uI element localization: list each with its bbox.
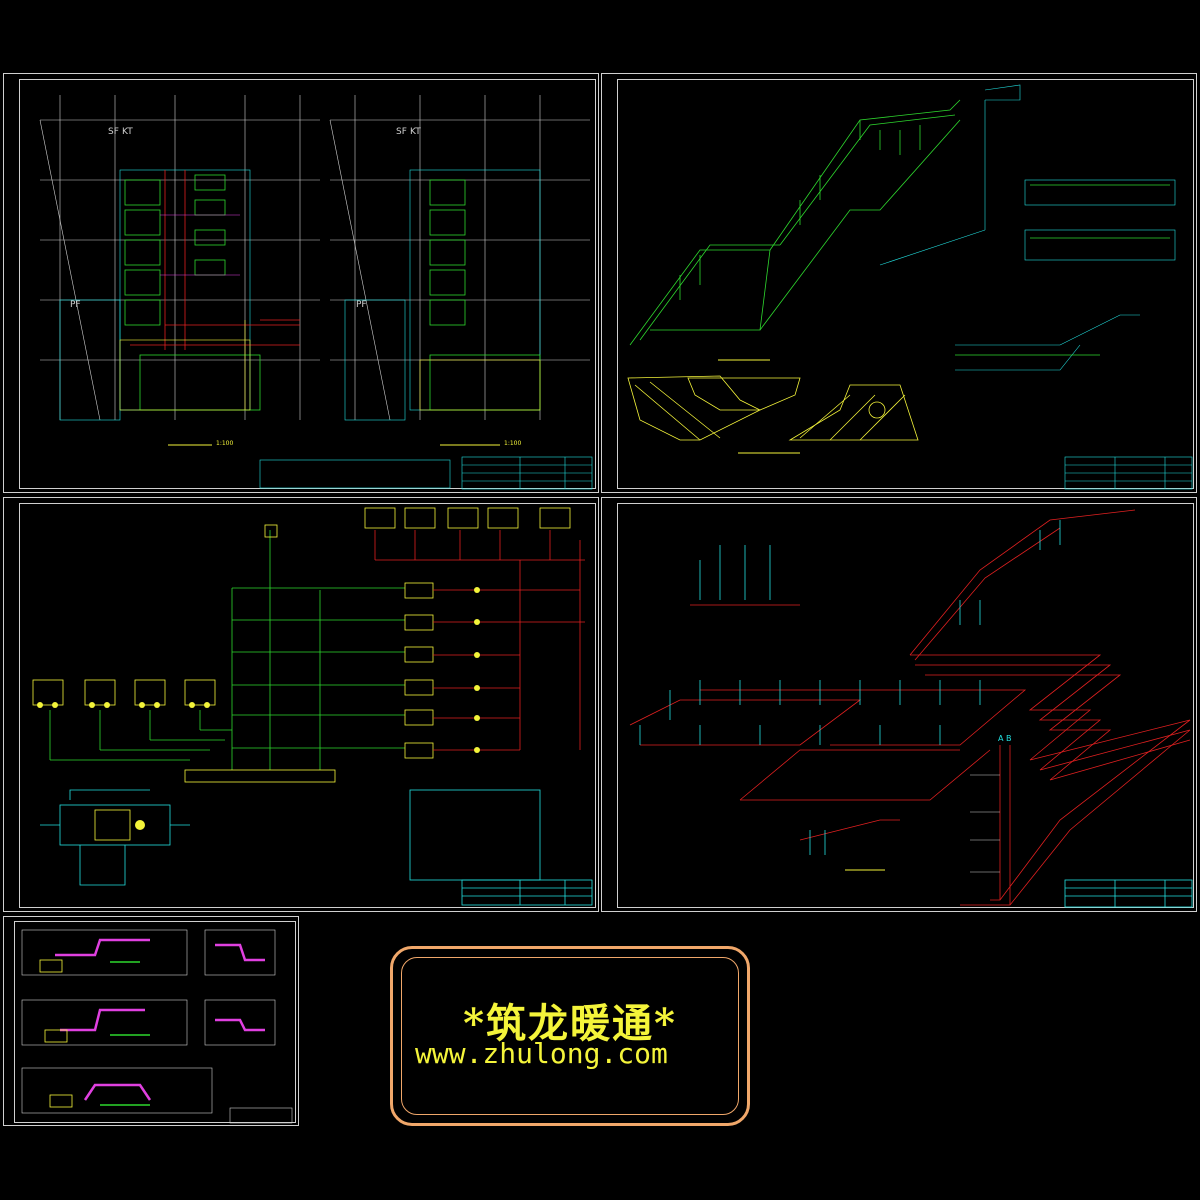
- sheet-border: [617, 79, 1194, 489]
- scale-label-1: 1:100: [216, 440, 234, 447]
- plan-equipment: [124, 174, 541, 411]
- drawing-sheet-plans: [3, 73, 599, 493]
- drawing-sheet-sections: [3, 916, 299, 1126]
- watermark-url: www.zhulong.com: [415, 1037, 668, 1070]
- scale-label-2: 1:100: [504, 440, 522, 447]
- section-outlines: [21, 929, 293, 1124]
- plan-grid: [39, 95, 590, 421]
- sheet-border: [14, 921, 296, 1123]
- title-block: [259, 456, 593, 490]
- sheet-border: [617, 503, 1194, 908]
- riser-label: A B: [998, 734, 1012, 743]
- ahu-diagram: [40, 789, 593, 906]
- drawing-sheet-riser: [601, 497, 1197, 912]
- title-block: [1064, 456, 1193, 490]
- label-kt: KT: [122, 127, 133, 137]
- label-kt-2: KT: [410, 127, 421, 137]
- pump-symbols: [37, 587, 480, 753]
- label-sf: SF: [108, 127, 119, 137]
- watermark-banner: *筑龙暖通* www.zhulong.com: [390, 946, 750, 1126]
- watermark-brand: *筑龙暖通*: [463, 1000, 677, 1047]
- sheet-border: [19, 79, 596, 489]
- section-ducts: [55, 938, 265, 1101]
- power-wiring: [374, 530, 585, 751]
- hatched-section: [627, 375, 919, 441]
- sheet-border: [19, 503, 596, 908]
- drawing-sheet-isometric: [601, 73, 1197, 493]
- label-pf: PF: [70, 300, 81, 310]
- riser-pipes: [629, 509, 1191, 906]
- controller-boxes: [32, 507, 571, 783]
- isometric-pipes-green: [629, 99, 961, 346]
- drawing-sheet-schematic: [3, 497, 599, 912]
- label-sf-2: SF: [396, 127, 407, 137]
- control-wiring: [49, 530, 405, 770]
- banner-inner-border: [401, 957, 739, 1115]
- label-pf-2: PF: [356, 300, 367, 310]
